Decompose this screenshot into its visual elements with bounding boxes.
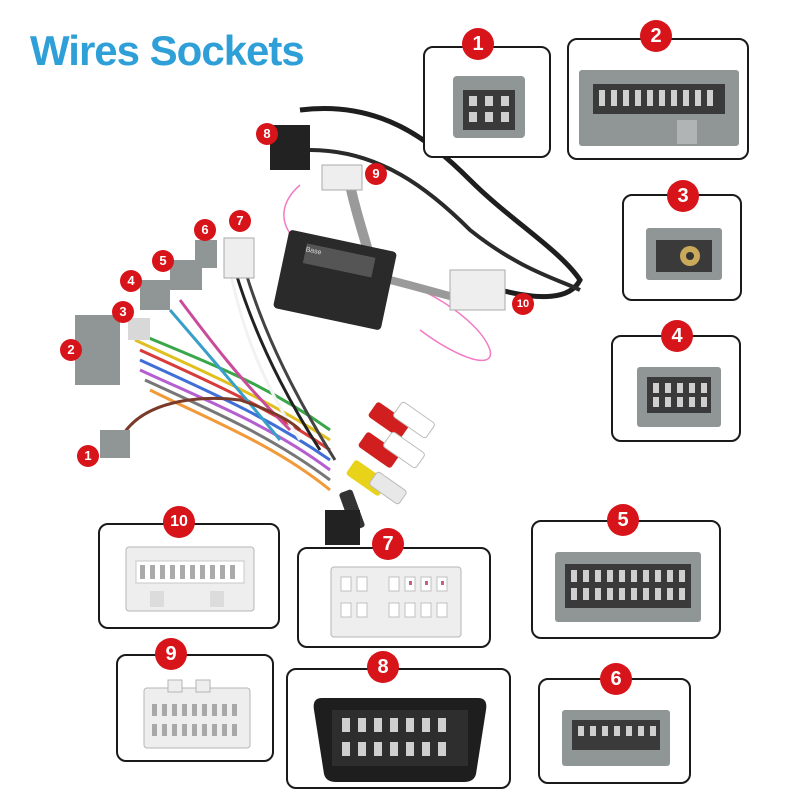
socket-box-5 xyxy=(531,520,721,639)
socket-box-9 xyxy=(116,654,274,762)
socket-badge-9: 9 xyxy=(155,638,187,670)
harness-badge-10: 10 xyxy=(512,293,534,315)
harness-badge-6: 6 xyxy=(194,219,216,241)
socket-badge-1: 1 xyxy=(462,28,494,60)
socket-box-6 xyxy=(538,678,691,784)
connector-1-illustration xyxy=(453,76,525,138)
harness-connector-10 xyxy=(449,269,506,311)
connector-6-illustration xyxy=(562,710,670,766)
socket-box-4 xyxy=(611,335,741,442)
harness-badge-3: 3 xyxy=(112,301,134,323)
harness-connector-2 xyxy=(75,315,120,385)
connector-2-illustration xyxy=(579,70,739,146)
connector-10-illustration xyxy=(125,546,255,612)
connector-4-illustration xyxy=(637,367,721,427)
page-title: Wires Sockets xyxy=(30,27,305,74)
socket-badge-5: 5 xyxy=(607,504,639,536)
harness-badge-9: 9 xyxy=(365,163,387,185)
harness-connector-4 xyxy=(140,280,170,310)
socket-box-2 xyxy=(567,38,749,160)
harness-connector-3 xyxy=(128,318,150,340)
harness-badge-8: 8 xyxy=(256,123,278,145)
socket-badge-3: 3 xyxy=(667,180,699,212)
socket-badge-6: 6 xyxy=(600,663,632,695)
harness-connector-1 xyxy=(100,430,130,458)
harness-badge-2: 2 xyxy=(60,339,82,361)
connector-3-illustration xyxy=(646,228,722,280)
socket-badge-2: 2 xyxy=(640,20,672,52)
connector-7-illustration xyxy=(330,566,462,638)
harness-badge-1: 1 xyxy=(77,445,99,467)
harness-badge-4: 4 xyxy=(120,270,142,292)
socket-badge-8: 8 xyxy=(367,651,399,683)
harness-badge-7: 7 xyxy=(229,210,251,232)
socket-box-1 xyxy=(423,46,551,158)
connector-8-illustration xyxy=(313,698,487,782)
harness-connector-6 xyxy=(195,240,217,268)
socket-badge-7: 7 xyxy=(372,528,404,560)
harness-badge-5: 5 xyxy=(152,250,174,272)
socket-box-7 xyxy=(297,547,491,648)
socket-badge-4: 4 xyxy=(661,320,693,352)
connector-5-illustration xyxy=(555,552,701,622)
connector-9-illustration xyxy=(143,679,251,749)
harness-connector-7 xyxy=(223,237,255,279)
socket-box-8 xyxy=(286,668,511,789)
harness-connector-9 xyxy=(321,164,363,191)
main-cable xyxy=(299,106,583,300)
control-module xyxy=(273,230,397,330)
module-brand: Base xyxy=(305,246,322,256)
socket-badge-10: 10 xyxy=(163,506,195,538)
socket-box-10 xyxy=(98,523,280,629)
